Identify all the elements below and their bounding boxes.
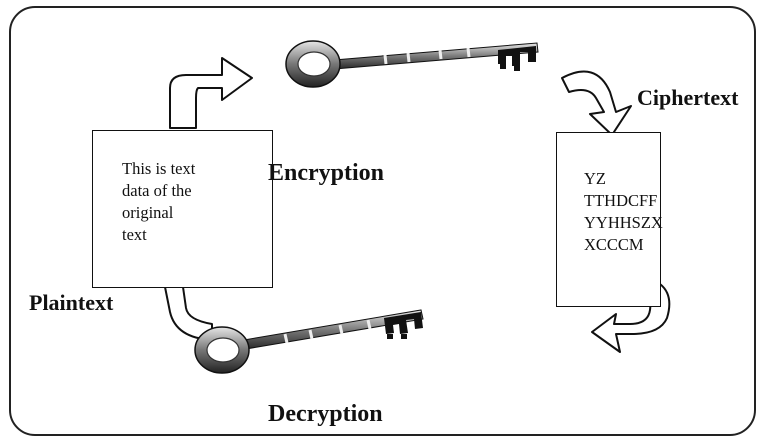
key-icon xyxy=(194,309,424,374)
plaintext-line: This is text xyxy=(122,159,196,178)
ciphertext-label: Ciphertext xyxy=(637,85,739,110)
ciphertext-document xyxy=(556,132,661,307)
plaintext-document xyxy=(92,130,273,288)
plaintext-label: Plaintext xyxy=(29,290,114,315)
curved-arrow-icon xyxy=(169,57,253,129)
plaintext-line: text xyxy=(122,225,147,244)
curved-arrow-icon xyxy=(561,70,632,136)
ciphertext-line: YYHHSZX xyxy=(584,213,663,232)
key-icon xyxy=(285,40,539,88)
ciphertext-line: YZ xyxy=(584,169,606,188)
plaintext-content: This is text data of the original text xyxy=(122,158,252,246)
encryption-label: Encryption xyxy=(268,160,385,186)
decryption-label: Decryption xyxy=(268,401,383,427)
plaintext-line: data of the xyxy=(122,181,192,200)
ciphertext-line: TTHDCFF xyxy=(584,191,658,210)
ciphertext-content: YZ TTHDCFF YYHHSZX XCCCM xyxy=(584,168,663,256)
plaintext-line: original xyxy=(122,203,174,222)
ciphertext-line: XCCCM xyxy=(584,235,644,254)
